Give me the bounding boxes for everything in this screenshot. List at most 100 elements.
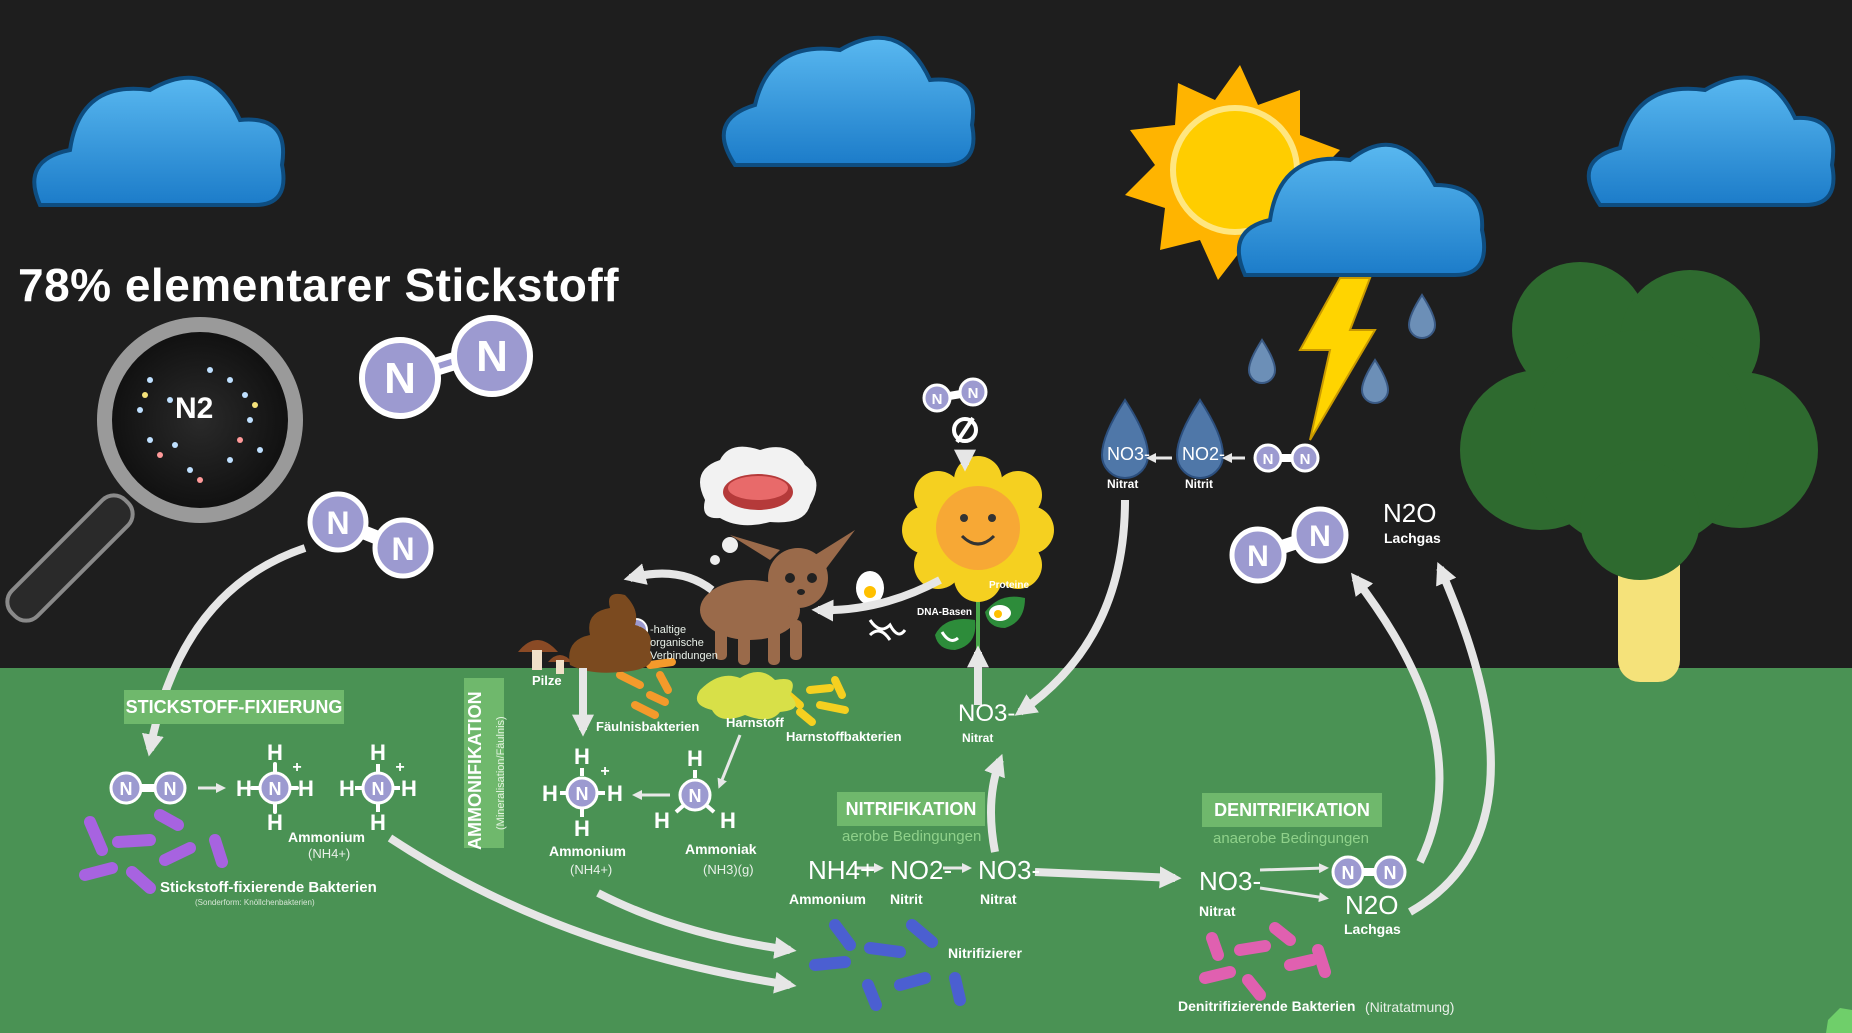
label-faeulnis: Fäulnisbakterien bbox=[596, 719, 700, 734]
label-nitrit-sky: Nitrit bbox=[1185, 477, 1213, 491]
label-deni-nitrat: Nitrat bbox=[1199, 903, 1236, 919]
svg-text:H: H bbox=[542, 781, 558, 806]
svg-text:N: N bbox=[932, 391, 943, 408]
label-pilze: Pilze bbox=[532, 673, 562, 688]
svg-text:H: H bbox=[370, 740, 386, 765]
svg-text:N: N bbox=[372, 779, 385, 799]
n2-molecule: N N N N N N N N N bbox=[109, 377, 1407, 889]
label-harnstoffbakterien: Harnstoffbakterien bbox=[786, 729, 902, 744]
label-ammoniak-formula: (NH3)(g) bbox=[703, 862, 754, 877]
formula-no2: NO2- bbox=[890, 855, 953, 885]
bacteria-icon bbox=[809, 919, 966, 1011]
label-ammonium-left: Ammonium bbox=[288, 829, 365, 845]
mushroom-icon bbox=[518, 640, 572, 674]
bacteria-icon bbox=[79, 809, 228, 894]
formula-no3-deni: NO3- bbox=[1199, 866, 1262, 896]
svg-text:N: N bbox=[120, 779, 133, 799]
svg-text:N: N bbox=[968, 385, 979, 402]
label-n-haltige: -haltige organische Verbindungen bbox=[650, 624, 718, 662]
svg-text:N: N bbox=[269, 779, 282, 799]
svg-text:H: H bbox=[574, 816, 590, 841]
formula-no3-ground: NO3- bbox=[958, 700, 1016, 727]
svg-text:H: H bbox=[687, 746, 703, 771]
formula-no3-drop: NO3- bbox=[1107, 444, 1151, 464]
formula-n2o-deni: N2O bbox=[1345, 890, 1399, 920]
label-fixation: STICKSTOFF-FIXIERUNG bbox=[124, 690, 344, 724]
svg-text:+: + bbox=[292, 759, 301, 776]
svg-text:N: N bbox=[1263, 451, 1274, 468]
urea-splash bbox=[696, 671, 796, 720]
svg-text:+: + bbox=[395, 759, 404, 776]
flower-icon bbox=[902, 456, 1054, 660]
label-deni-bacteria-sub: (Nitratatmung) bbox=[1365, 999, 1455, 1015]
raindrop-icon bbox=[1407, 293, 1437, 339]
label-nitri-nitrat: Nitrat bbox=[980, 891, 1017, 907]
svg-text:N: N bbox=[1342, 863, 1355, 883]
label-nitrifizierer: Nitrifizierer bbox=[948, 945, 1022, 961]
svg-text:N: N bbox=[689, 786, 702, 806]
cloud-icon bbox=[32, 75, 286, 207]
magnifier-icon bbox=[5, 317, 303, 623]
svg-text:N: N bbox=[1300, 451, 1311, 468]
n2-molecule: N N bbox=[307, 491, 434, 579]
svg-text:N: N bbox=[476, 332, 508, 381]
magnifier-label: N2 bbox=[175, 392, 214, 425]
cloud-icon bbox=[1236, 142, 1487, 277]
label-ammonification-sub: (Mineralisation/Fäulnis) bbox=[495, 716, 507, 830]
meat-icon bbox=[700, 446, 817, 565]
svg-text:+: + bbox=[600, 763, 609, 780]
svg-text:H: H bbox=[298, 776, 314, 801]
cloud-icon bbox=[1586, 75, 1836, 207]
svg-text:N: N bbox=[576, 784, 589, 804]
dung-icon bbox=[569, 593, 652, 673]
dog-icon bbox=[700, 530, 855, 665]
formula-nh4: NH4+ bbox=[808, 855, 876, 885]
svg-text:H: H bbox=[236, 776, 252, 801]
label-ammonium-left-formula: (NH4+) bbox=[308, 846, 351, 861]
svg-text:N: N bbox=[1384, 863, 1397, 883]
label-nitri-nitrit: Nitrit bbox=[890, 891, 923, 907]
label-fix-bacteria: Stickstoff-fixierende Bakterien bbox=[160, 879, 377, 896]
svg-text:H: H bbox=[339, 776, 355, 801]
label-ammonium-mid-formula: (NH4+) bbox=[570, 862, 613, 877]
arrow-icon bbox=[198, 453, 1329, 903]
logo-icon bbox=[1826, 1008, 1852, 1033]
label-sky-lachgas: Lachgas bbox=[1384, 530, 1441, 546]
formula-no2-drop: NO2- bbox=[1182, 444, 1226, 464]
blocked-icon bbox=[952, 416, 978, 444]
svg-text:H: H bbox=[720, 808, 736, 833]
svg-text:H: H bbox=[401, 776, 417, 801]
label-nitri-ammonium: Ammonium bbox=[789, 891, 866, 907]
egg-icon bbox=[856, 571, 884, 605]
svg-text:H: H bbox=[607, 781, 623, 806]
label-dna-basen: DNA-Basen bbox=[917, 607, 973, 618]
label-nitrat-ground: Nitrat bbox=[962, 731, 994, 745]
tree-icon bbox=[1460, 262, 1818, 682]
label-harnstoff: Harnstoff bbox=[726, 715, 784, 730]
svg-text:H: H bbox=[267, 740, 283, 765]
label-deni-lachgas: Lachgas bbox=[1344, 921, 1401, 937]
label-nitrat-sky: Nitrat bbox=[1107, 477, 1139, 491]
label-ammonification: AMMONIFIKATION bbox=[465, 691, 485, 850]
svg-text:H: H bbox=[574, 744, 590, 769]
n2-molecule: N N bbox=[359, 315, 533, 419]
label-ammonification-box bbox=[464, 678, 504, 848]
label-ammonium-mid: Ammonium bbox=[549, 843, 626, 859]
label-fix-bacteria-sub: (Sonderform: Knöllchenbakterien) bbox=[195, 898, 315, 907]
label-denitrification: DENITRIFIKATION bbox=[1202, 793, 1382, 827]
formula-n2o-sky: N2O bbox=[1383, 498, 1437, 528]
label-nitrification: NITRIFIKATION bbox=[837, 792, 985, 826]
bacteria-icon bbox=[1199, 922, 1331, 1001]
raindrop-icon bbox=[1100, 398, 1150, 479]
svg-text:N: N bbox=[1247, 540, 1269, 573]
label-ammoniak: Ammoniak bbox=[685, 841, 757, 857]
label-denitrification-sub: anaerobe Bedingungen bbox=[1213, 830, 1369, 847]
arrow-icon bbox=[142, 449, 1495, 994]
raindrop-icon bbox=[1360, 358, 1390, 404]
